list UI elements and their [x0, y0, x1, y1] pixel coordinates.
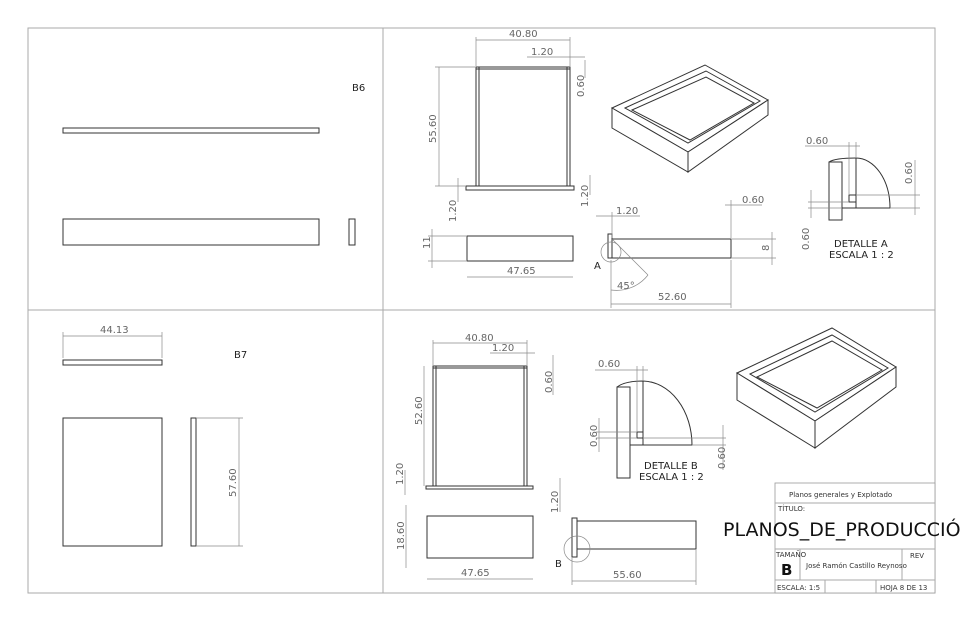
side-view — [426, 515, 534, 559]
title-label: TÍTULO: — [777, 504, 805, 513]
dim-side-width: 47.65 — [507, 266, 536, 277]
dim-drawer-length: 55.60 — [613, 570, 642, 581]
top-assembly: 40.80 1.20 0.60 55.60 1.20 1.20 11 47.65… — [422, 29, 776, 308]
isometric-drawer-b — [735, 327, 897, 450]
dim-drawer-back: 0.60 — [742, 195, 764, 206]
dim-drawer-length: 52.60 — [658, 292, 687, 303]
detail-a-label: A — [594, 261, 601, 272]
sheet-size: B — [781, 561, 792, 579]
dim-side-height: 18.60 — [396, 521, 407, 550]
side-view — [466, 235, 574, 262]
title-block: Planos generales y Explotado TÍTULO: PLA… — [723, 482, 960, 594]
dim-top-gap: 0.60 — [576, 75, 587, 97]
drawer-front-plate — [607, 233, 613, 259]
part-b6: B6 — [62, 83, 365, 246]
dim-width: 40.80 — [509, 29, 538, 40]
dim-side-width: 47.65 — [461, 568, 490, 579]
detail-b-scale: ESCALA 1 : 2 — [639, 472, 704, 483]
part-label-b7: B7 — [234, 350, 247, 361]
dim-drawer-front: 1.20 — [616, 206, 638, 217]
b7-top-view — [62, 359, 163, 366]
front-frame — [432, 365, 528, 487]
dim-wall: 1.20 — [492, 343, 514, 354]
dim-bottom-right: 1.20 — [550, 491, 561, 513]
dim-b7-height: 57.60 — [228, 468, 239, 497]
detail-a: 0.60 0.60 0.60 DETALLE A ESCALA 1 : 2 — [801, 136, 920, 261]
bottom-assembly: 40.80 1.20 0.60 52.60 1.20 1.20 18.60 47… — [395, 327, 897, 585]
dim-side-height: 11 — [422, 236, 433, 249]
dim-height: 52.60 — [414, 396, 425, 425]
scale: ESCALA: 1:5 — [777, 584, 820, 592]
dim-width: 40.80 — [465, 333, 494, 344]
dim-b7-width: 44.13 — [100, 325, 129, 336]
detail-b: 0.60 0.60 0.60 DETALLE B ESCALA 1 : 2 — [589, 359, 728, 483]
drawer-side-view — [611, 238, 732, 259]
detail-a-dim-top: 0.60 — [806, 136, 828, 147]
dim-drawer-height: 8 — [761, 245, 772, 251]
author: José Ramón Castillo Reynoso — [805, 562, 907, 570]
detail-a-scale: ESCALA 1 : 2 — [829, 250, 894, 261]
drawing-title: PLANOS_DE_PRODUCCIÓN — [723, 517, 960, 541]
sheet-number: HOJA 8 DE 13 — [880, 584, 927, 592]
b6-top-view — [62, 127, 320, 134]
b7-side-view — [190, 417, 197, 547]
size-label: TAMAÑO — [775, 550, 807, 559]
b7-front-view — [62, 417, 163, 547]
detail-b-dim-top: 0.60 — [598, 359, 620, 370]
part-label-b6: B6 — [352, 83, 365, 94]
rev-label: REV — [910, 552, 924, 560]
dim-bottom-right: 1.20 — [580, 185, 591, 207]
dim-wall: 1.20 — [531, 47, 553, 58]
drawer-side-view — [576, 520, 697, 550]
detail-b-marker — [563, 535, 591, 563]
detail-b-dim-left: 0.60 — [589, 425, 600, 447]
drawing-subtitle: Planos generales y Explotado — [789, 491, 892, 499]
b6-front-view — [62, 218, 320, 246]
part-b7: B7 44.13 57.60 — [62, 325, 247, 547]
detail-a-dim-right: 0.60 — [904, 162, 915, 184]
dim-top-gap: 0.60 — [544, 371, 555, 393]
front-frame — [475, 66, 571, 187]
dim-height: 55.60 — [428, 114, 439, 143]
detail-a-dim-left: 0.60 — [801, 228, 812, 250]
b6-side-view — [348, 218, 356, 246]
detail-b-label: B — [555, 559, 562, 570]
detail-b-title: DETALLE B — [644, 461, 698, 472]
dim-bottom-left: 1.20 — [395, 463, 406, 485]
isometric-drawer-a — [610, 64, 769, 173]
detail-b-dim-right: 0.60 — [717, 447, 728, 469]
detail-a-title: DETALLE A — [834, 239, 888, 250]
dim-angle: 45° — [617, 281, 635, 292]
dim-bottom-left: 1.20 — [448, 200, 459, 222]
bottom-plate — [465, 185, 575, 191]
drawer-front-plate — [571, 517, 578, 558]
bottom-plate — [425, 485, 534, 490]
